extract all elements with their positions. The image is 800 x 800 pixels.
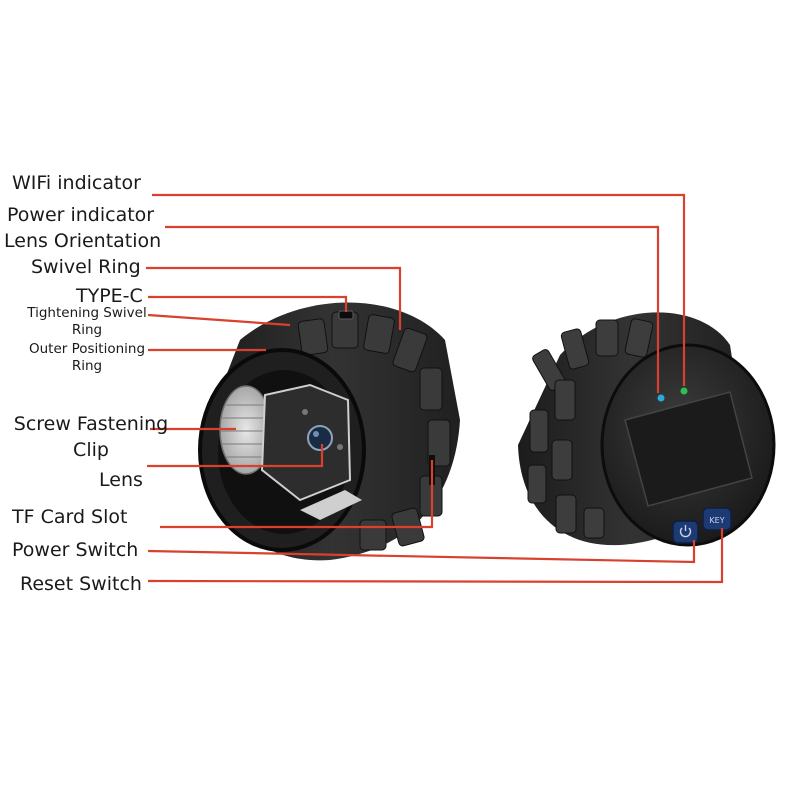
power-led xyxy=(680,387,688,395)
label-swivel-ring: Swivel Ring xyxy=(31,256,141,278)
label-outer-positioning-ring: Outer Positioning Ring xyxy=(26,341,148,375)
label-screw-line1: Screw Fastening xyxy=(13,413,169,435)
left-device xyxy=(198,302,460,561)
leader-power-switch xyxy=(147,540,696,564)
label-lens-orientation: Lens Orientation xyxy=(4,230,162,252)
label-wifi-indicator: WIFi indicator xyxy=(12,172,141,194)
thread-lines xyxy=(221,404,271,458)
label-outer-line2: Ring xyxy=(71,358,103,374)
leader-wifi-indicator xyxy=(152,193,686,386)
label-screw-line2: Clip xyxy=(73,439,109,461)
leader-tightening-ring xyxy=(147,313,291,327)
leader-reset-switch xyxy=(147,528,724,584)
leader-lines xyxy=(146,193,724,584)
label-tightening-line1: Tightening Swivel xyxy=(27,305,147,321)
label-outer-line1: Outer Positioning xyxy=(28,341,146,357)
leader-power-indicator xyxy=(165,225,660,393)
power-icon xyxy=(679,525,692,538)
label-power-switch: Power Switch xyxy=(12,539,139,561)
right-ring-ridges xyxy=(527,318,654,539)
leader-tf-card-slot xyxy=(160,460,434,529)
leader-type-c xyxy=(148,295,348,312)
reset-button-label: KEY xyxy=(709,516,724,525)
right-device: KEY xyxy=(518,312,776,547)
label-type-c: TYPE-C xyxy=(76,285,143,307)
label-tightening-swivel-ring: Tightening Swivel Ring xyxy=(26,305,148,339)
label-lens: Lens xyxy=(99,469,143,491)
label-tf-card-slot: TF Card Slot xyxy=(12,506,128,528)
leader-swivel-ring xyxy=(146,266,402,330)
inner-bracket xyxy=(260,383,352,502)
lens-icon xyxy=(307,425,333,451)
wifi-led xyxy=(657,394,665,402)
type-c-port xyxy=(338,310,354,320)
display-window xyxy=(624,391,753,507)
power-button[interactable] xyxy=(672,520,699,544)
leader-lens xyxy=(147,444,324,468)
label-screw-fastening-clip: Screw Fastening Clip xyxy=(8,411,174,463)
label-power-indicator: Power indicator xyxy=(7,204,155,226)
reset-button[interactable] xyxy=(702,507,732,531)
label-tightening-line2: Ring xyxy=(71,322,103,338)
label-reset-switch: Reset Switch xyxy=(20,573,142,595)
